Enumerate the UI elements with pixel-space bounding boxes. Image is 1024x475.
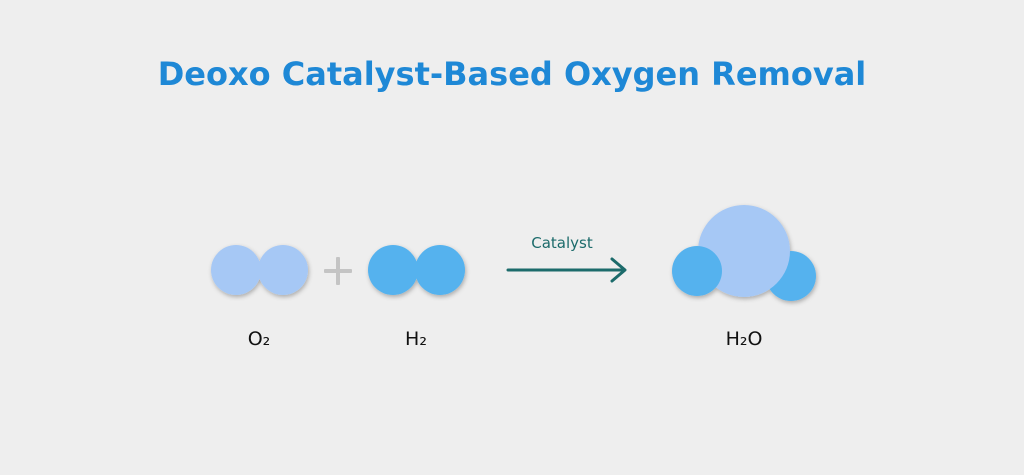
hydrogen-atom <box>368 245 418 295</box>
oxygen-atom <box>258 245 308 295</box>
oxygen-atom <box>211 245 261 295</box>
water-label: H₂O <box>725 328 763 350</box>
oxygen-label: O₂ <box>247 328 271 350</box>
catalyst-label: Catalyst <box>531 234 593 252</box>
reaction-arrow <box>506 257 627 283</box>
diagram-title: Deoxo Catalyst-Based Oxygen Removal <box>157 55 867 93</box>
hydrogen-atom <box>672 246 722 296</box>
hydrogen-molecule <box>368 245 465 295</box>
hydrogen-label: H₂ <box>405 328 427 350</box>
oxygen-molecule <box>211 245 308 295</box>
water-molecule <box>672 205 816 301</box>
plus-icon <box>324 257 352 285</box>
hydrogen-atom <box>415 245 465 295</box>
